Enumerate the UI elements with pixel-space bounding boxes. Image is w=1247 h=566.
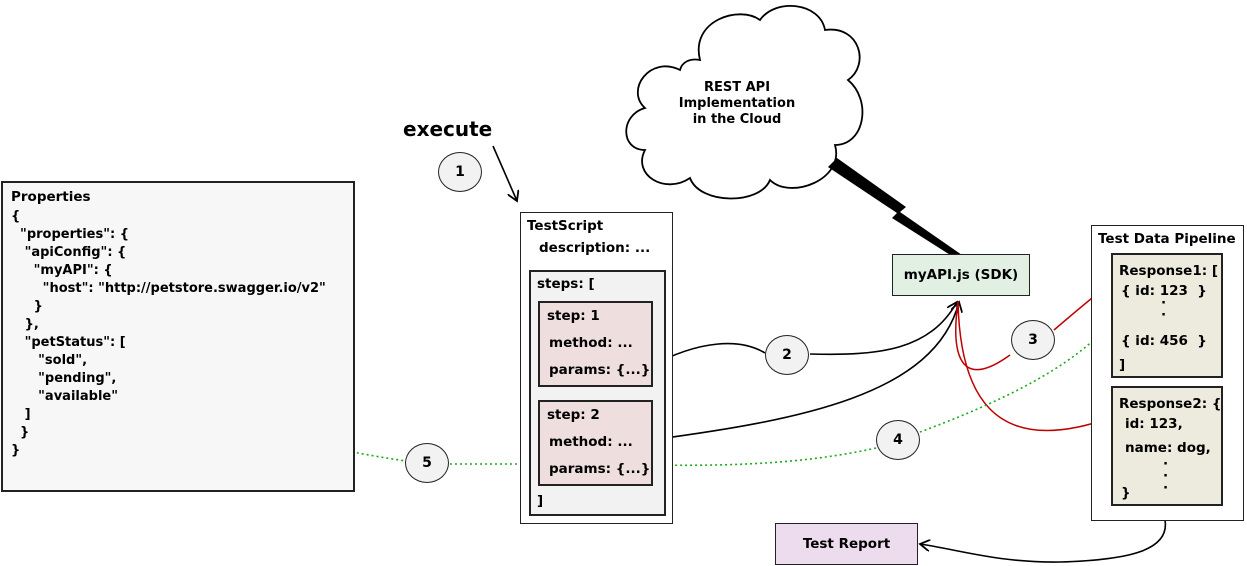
response1-line-1: Response1: [ — [1119, 263, 1218, 279]
test-report-label: Test Report — [802, 536, 891, 552]
properties-line-3: "myAPI": { — [11, 263, 113, 278]
connector-step2-to-sdk — [650, 302, 959, 441]
step-2-params: params: {...} — [549, 461, 651, 477]
cloud-shape — [625, 5, 864, 200]
step-number-1: 1 — [438, 152, 482, 192]
testscript-panel: TestScript description: ... steps: [ ste… — [520, 212, 673, 524]
step-2-box: step: 2 method: ... params: {...} — [538, 400, 653, 486]
properties-line-9: "pending", — [11, 371, 117, 386]
response2-box: Response2: { id: 123, name: dog, ··· } — [1111, 386, 1223, 506]
response1-line-2: { id: 123 } — [1121, 283, 1207, 299]
properties-line-13: } — [11, 443, 21, 458]
lightning-bolt — [828, 158, 962, 258]
properties-line-8: "sold", — [11, 353, 88, 368]
testscript-title: TestScript — [527, 218, 604, 234]
properties-line-4: "host": "http://petstore.swagger.io/v2" — [11, 281, 326, 296]
step-2-method: method: ... — [549, 434, 633, 450]
response1-box: Response1: [ { id: 123 } ·· { id: 456 } … — [1111, 253, 1223, 378]
step-1-label: step: 1 — [547, 308, 600, 324]
step-1-box: step: 1 method: ... params: {...} — [538, 301, 653, 387]
test-report-box: Test Report — [775, 523, 918, 565]
execute-label: execute — [403, 117, 493, 141]
pipeline-panel: Test Data Pipeline Response1: [ { id: 12… — [1091, 225, 1244, 521]
response2-line-1: Response2: { — [1119, 396, 1222, 412]
step-1-method: method: ... — [549, 335, 633, 351]
sdk-label: myAPI.js (SDK) — [903, 267, 1019, 283]
sdk-box: myAPI.js (SDK) — [892, 254, 1030, 296]
response2-ellipsis: ··· — [1163, 456, 1169, 496]
step-2-label: step: 2 — [547, 407, 600, 423]
step-1-params: params: {...} — [549, 362, 651, 378]
properties-line-10: "available" — [11, 389, 118, 404]
arrow-pipeline-to-report — [920, 519, 1167, 563]
response2-line-3: name: dog, — [1125, 440, 1211, 456]
response2-line-2: id: 123, — [1125, 416, 1183, 432]
testscript-description: description: ... — [539, 240, 651, 256]
steps-container: steps: [ step: 1 method: ... params: {..… — [529, 270, 666, 516]
properties-line-6: }, — [11, 317, 39, 332]
step-number-5: 5 — [405, 443, 449, 483]
pipeline-title: Test Data Pipeline — [1098, 231, 1236, 247]
properties-line-11: ] — [11, 407, 31, 422]
cloud-label: REST API Implementation in the Cloud — [662, 80, 812, 128]
properties-title: Properties — [11, 189, 91, 205]
step-number-4: 4 — [876, 420, 920, 460]
properties-panel: Properties { "properties": { "apiConfig"… — [1, 181, 355, 492]
steps-open: steps: [ — [537, 276, 595, 292]
steps-close: ] — [537, 493, 544, 509]
response1-ellipsis: ·· — [1161, 295, 1167, 323]
properties-line-2: "apiConfig": { — [11, 245, 127, 260]
cloud-line-1: REST API — [703, 80, 771, 95]
step-number-3: 3 — [1011, 320, 1055, 360]
response2-line-4: } — [1121, 485, 1131, 501]
cloud-line-3: in the Cloud — [692, 112, 782, 127]
properties-line-5: } — [11, 299, 43, 314]
properties-line-0: { — [11, 209, 21, 224]
cloud-line-2: Implementation — [678, 96, 796, 111]
execute-arrow — [492, 145, 517, 201]
properties-line-1: "properties": { — [11, 227, 129, 242]
properties-line-12: } — [11, 425, 30, 440]
properties-line-7: "petStatus": [ — [11, 335, 126, 350]
response1-line-3: { id: 456 } — [1121, 333, 1207, 349]
response1-line-4: ] — [1119, 357, 1126, 373]
green-dotted-response-to-step2 — [652, 299, 1131, 465]
step-number-2: 2 — [765, 335, 809, 375]
red-arrow-to-response2 — [957, 301, 1111, 432]
